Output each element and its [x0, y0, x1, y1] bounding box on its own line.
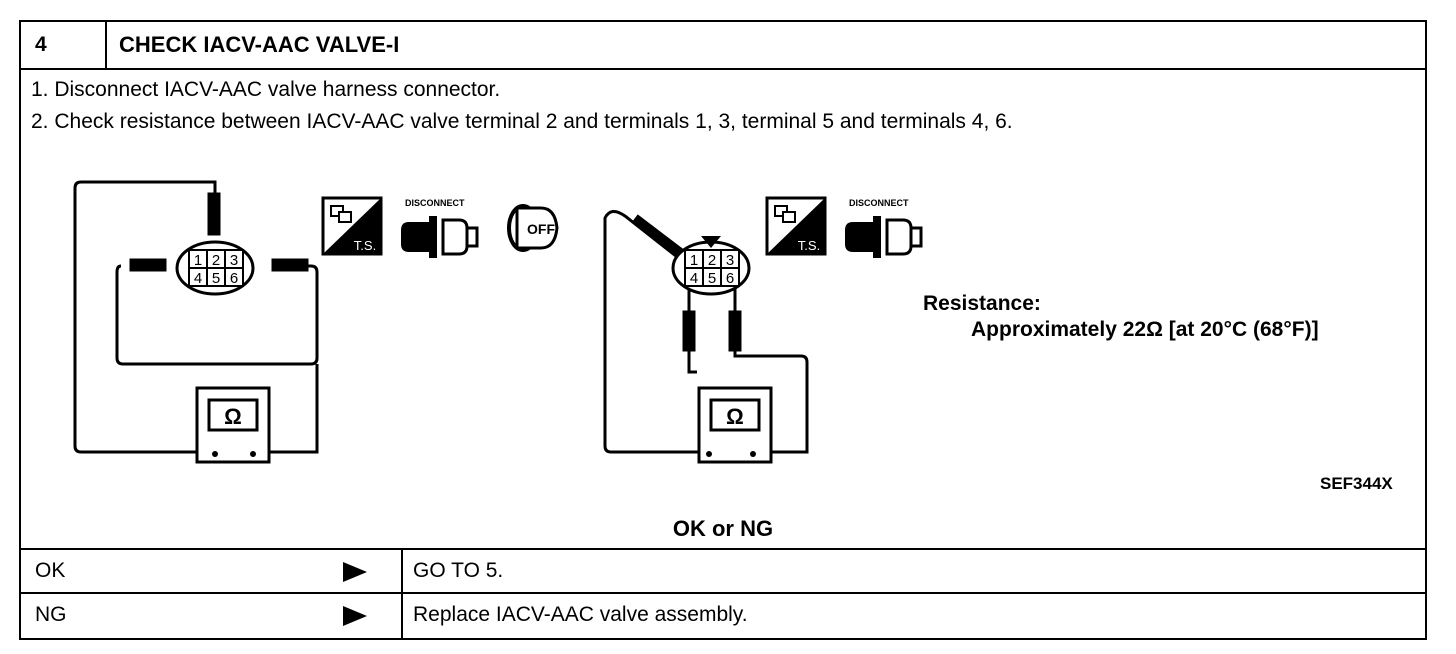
left-connector: 1 2 3 4 5 6 [175, 240, 255, 296]
right-terminal-3: 3 [726, 252, 734, 269]
left-ohm-symbol: Ω [224, 404, 242, 429]
left-terminal-5: 5 [212, 270, 220, 287]
arrow-right-icon [343, 606, 367, 626]
right-ohm-symbol: Ω [726, 404, 744, 429]
right-terminal-1: 1 [690, 252, 698, 269]
left-terminal-1: 1 [194, 252, 202, 269]
step-number: 4 [21, 22, 107, 68]
left-ohmmeter: Ω [195, 386, 271, 464]
ts-icon: T.S. [765, 196, 827, 256]
instruction-step-1: 1. Disconnect IACV-AAC valve harness con… [31, 78, 501, 101]
result-action: GO TO 5. [413, 559, 504, 582]
result-row-ng: NG Replace IACV-AAC valve assembly. [21, 592, 1425, 640]
result-label: NG [35, 603, 67, 626]
left-terminal-4: 4 [194, 270, 202, 287]
column-divider [401, 550, 403, 592]
right-terminal-4: 4 [690, 270, 698, 287]
right-connector: 1 2 3 4 5 6 [671, 236, 751, 296]
disconnect-label: DISCONNECT [405, 198, 465, 208]
result-title: OK or NG [672, 516, 774, 541]
right-circuit [603, 210, 809, 454]
right-terminal-2: 2 [708, 252, 716, 269]
ignition-off-icon: OFF [507, 204, 559, 252]
disconnect-icon: DISCONNECT [845, 198, 923, 258]
disconnect-label: DISCONNECT [849, 198, 909, 208]
resistance-value: Approximately 22Ω [at 20°C (68°F)] [971, 318, 1319, 341]
figure-code: SEF344X [1320, 474, 1393, 493]
procedure-header: 4 CHECK IACV-AAC VALVE-I [21, 22, 1425, 70]
result-action: Replace IACV-AAC valve assembly. [413, 603, 748, 626]
ts-icon: T.S. [321, 196, 383, 256]
disconnect-icon: DISCONNECT [401, 198, 479, 258]
arrow-right-icon [343, 562, 367, 582]
ts-label: T.S. [798, 238, 820, 253]
left-terminal-2: 2 [212, 252, 220, 269]
procedure-title: CHECK IACV-AAC VALVE-I [119, 32, 400, 57]
right-terminal-5: 5 [708, 270, 716, 287]
resistance-label: Resistance: [923, 292, 1041, 315]
column-divider [401, 594, 403, 640]
ts-label: T.S. [354, 238, 376, 253]
left-terminal-3: 3 [230, 252, 238, 269]
instruction-step-2: 2. Check resistance between IACV-AAC val… [31, 110, 1013, 133]
wiring-diagram: 1 2 3 4 5 6 Ω T.S. DISCONNECT [73, 180, 923, 464]
right-terminal-6: 6 [726, 270, 734, 287]
result-label: OK [35, 559, 66, 582]
left-circuit [73, 180, 319, 454]
off-label: OFF [527, 221, 555, 237]
result-row-ok: OK GO TO 5. [21, 548, 1425, 592]
left-terminal-6: 6 [230, 270, 238, 287]
right-ohmmeter: Ω [697, 386, 773, 464]
procedure-box: 4 CHECK IACV-AAC VALVE-I 1. Disconnect I… [19, 20, 1427, 640]
